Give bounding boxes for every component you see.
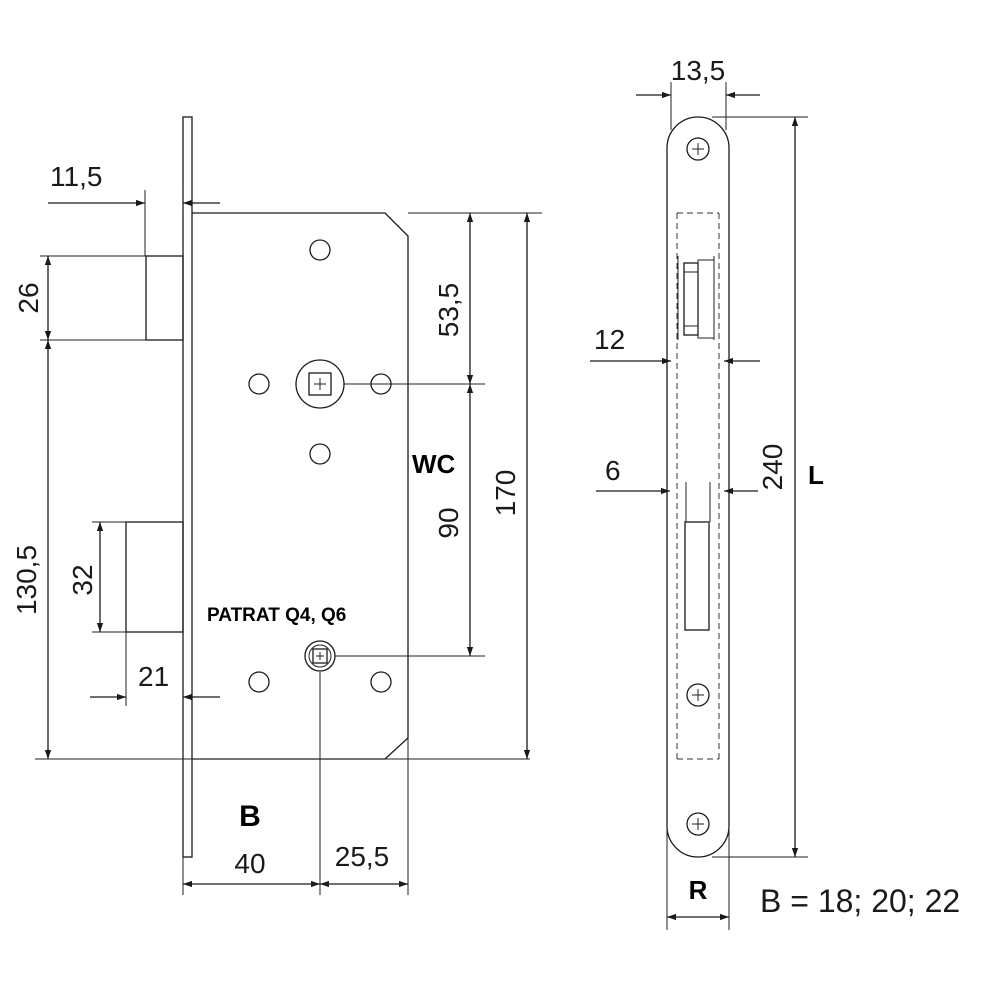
dim-26: 26 [13, 282, 44, 313]
dim-12: 12 [594, 324, 625, 355]
dim-170: 170 [490, 470, 521, 517]
length-label: L [808, 460, 824, 490]
faceplate-front [666, 116, 730, 858]
side-view: 13,5 12 6 240 L R B = 18; 20; 22 [590, 55, 960, 930]
deadbolt-slot [683, 262, 699, 336]
screw-icon [686, 683, 710, 707]
latch-slot [684, 521, 710, 631]
dim-13-5: 13,5 [671, 55, 726, 86]
latch-bolt [125, 521, 184, 633]
case-hidden-outline [676, 212, 720, 760]
deadbolt [145, 255, 184, 341]
lock-case [192, 212, 409, 760]
screw-hole [248, 671, 270, 693]
screw-hole [309, 443, 331, 465]
front-view: 11,5 26 130,5 32 21 53,5 90 170 40 25,5 … [11, 116, 542, 895]
screw-icon [686, 137, 710, 161]
dim-40: 40 [234, 848, 265, 879]
dim-53-5: 53,5 [433, 283, 464, 338]
dim-11-5: 11,5 [50, 161, 102, 192]
screw-icon [686, 812, 710, 836]
radius-label: R [689, 875, 708, 905]
square-label: PATRAT Q4, Q6 [207, 605, 346, 626]
dim-32: 32 [67, 564, 98, 595]
faceplate [182, 116, 193, 858]
backset-values: B = 18; 20; 22 [760, 883, 960, 919]
backset-label: B [239, 800, 261, 833]
follower-square [308, 372, 332, 396]
dim-21: 21 [138, 661, 169, 692]
dim-90: 90 [433, 507, 464, 538]
screw-hole [248, 373, 270, 395]
wc-square [312, 648, 328, 664]
dim-240: 240 [757, 444, 788, 491]
wc-label: WC [412, 449, 456, 479]
dim-130-5: 130,5 [11, 545, 42, 615]
dim-6: 6 [605, 455, 621, 486]
screw-hole [370, 671, 392, 693]
dim-25-5: 25,5 [335, 841, 390, 872]
screw-hole [309, 239, 331, 261]
